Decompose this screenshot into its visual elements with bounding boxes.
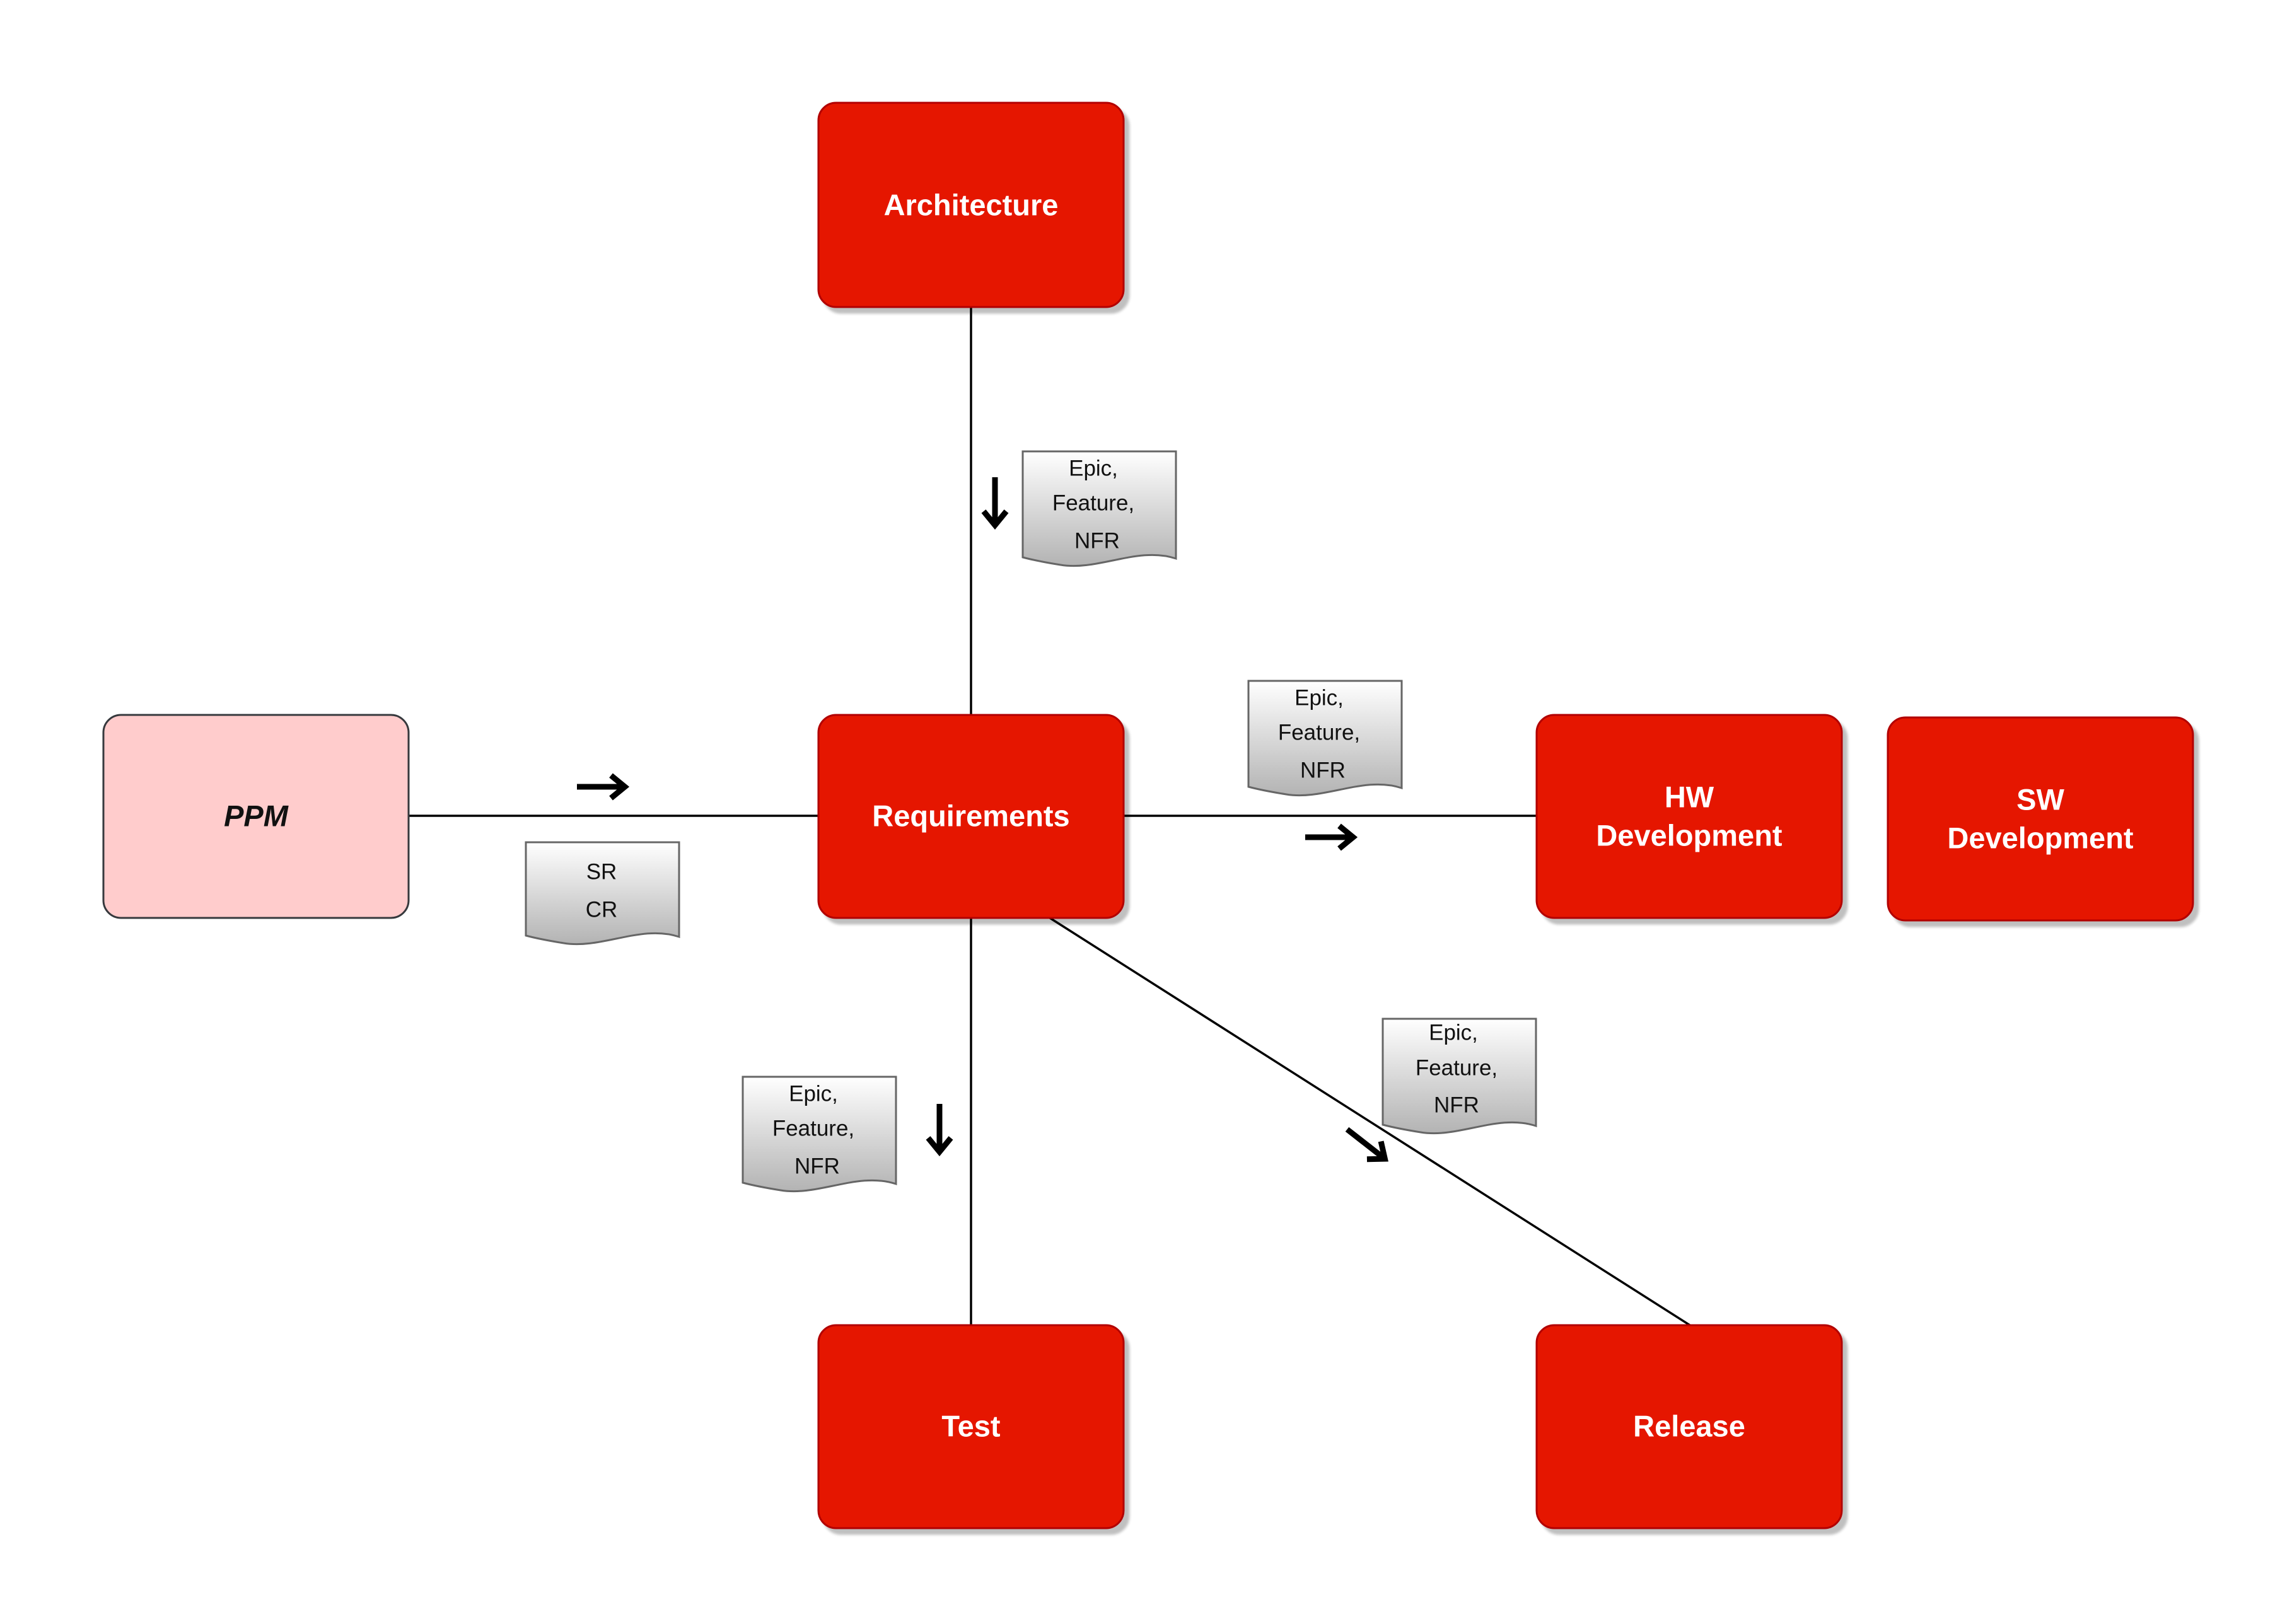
document-req-to-release[interactable]: Epic, Feature, NFR	[1381, 1018, 1537, 1135]
document-req-to-hw[interactable]: Epic, Feature, NFR	[1247, 680, 1403, 797]
architecture-label: Architecture	[884, 188, 1059, 222]
edge-requirements-release	[1049, 917, 1690, 1326]
doc-arch-line1: Epic,	[1069, 456, 1118, 481]
doc-test-line3: NFR	[794, 1154, 840, 1179]
doc-ppm-line1: SR	[586, 860, 617, 884]
ppm-label: PPM	[224, 799, 289, 833]
hw-development-node[interactable]: HW Development	[1535, 714, 1843, 919]
arrow-down-icon	[981, 477, 1009, 530]
test-label: Test	[941, 1410, 1000, 1443]
sw-development-label-line1: SW	[2016, 783, 2064, 816]
architecture-node[interactable]: Architecture	[817, 102, 1125, 308]
doc-test-line1: Epic,	[789, 1082, 838, 1106]
arrow-right-icon	[577, 773, 630, 801]
requirements-label: Requirements	[872, 799, 1069, 833]
arrow-right-icon	[1305, 823, 1358, 851]
doc-release-line1: Epic,	[1429, 1021, 1478, 1045]
hw-development-label-line2: Development	[1596, 819, 1782, 852]
doc-hw-line1: Epic,	[1294, 686, 1344, 710]
document-ppm-to-req[interactable]: SR CR	[525, 841, 680, 946]
arrow-down-right-icon	[1345, 1127, 1388, 1163]
document-req-to-test[interactable]: Epic, Feature, NFR	[742, 1076, 897, 1193]
release-label: Release	[1633, 1410, 1745, 1443]
release-node[interactable]: Release	[1535, 1324, 1843, 1529]
sw-development-node[interactable]: SW Development	[1887, 716, 2194, 922]
hw-development-label-line1: HW	[1665, 780, 1714, 814]
sw-development-label-line2: Development	[1947, 821, 2133, 855]
doc-release-line2: Feature,	[1416, 1056, 1498, 1081]
requirements-node[interactable]: Requirements	[817, 714, 1125, 919]
doc-release-line3: NFR	[1434, 1093, 1479, 1118]
doc-hw-line2: Feature,	[1278, 721, 1360, 745]
ppm-node[interactable]: PPM	[102, 714, 410, 919]
arrow-down-icon	[926, 1104, 953, 1157]
test-node[interactable]: Test	[817, 1324, 1125, 1529]
doc-hw-line3: NFR	[1300, 758, 1346, 783]
doc-test-line2: Feature,	[772, 1116, 854, 1141]
document-arch-to-req[interactable]: Epic, Feature, NFR	[1021, 450, 1177, 567]
doc-arch-line3: NFR	[1074, 529, 1120, 554]
doc-arch-line2: Feature,	[1052, 491, 1134, 516]
doc-ppm-line2: CR	[586, 898, 618, 922]
